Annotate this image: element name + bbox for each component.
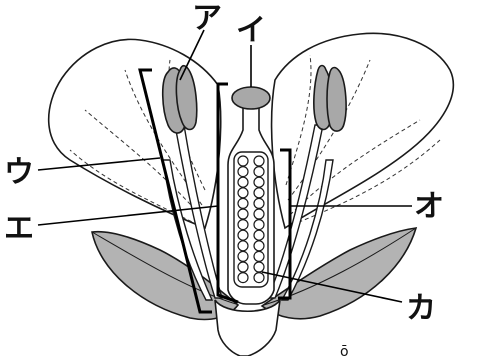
ovule	[238, 188, 248, 198]
ovule	[254, 198, 264, 208]
ovule	[254, 167, 264, 177]
ovule	[254, 209, 264, 219]
ovule	[254, 156, 264, 166]
ovule	[238, 262, 248, 272]
ovule	[254, 177, 264, 187]
ovule	[238, 167, 248, 177]
label-e: エ	[4, 211, 34, 246]
ovule	[238, 209, 248, 219]
label-ka: カ	[406, 291, 436, 326]
ovule	[238, 273, 248, 283]
ovule	[238, 251, 248, 261]
ovule	[254, 273, 264, 283]
ovule	[254, 241, 264, 251]
label-o: オ	[414, 189, 444, 224]
pistil	[228, 87, 274, 304]
ovule	[254, 251, 264, 261]
stigma	[232, 87, 270, 109]
ovule	[238, 230, 248, 240]
ovule	[254, 220, 264, 230]
ovule	[238, 156, 248, 166]
ovule	[254, 230, 264, 240]
right-anther	[314, 66, 346, 132]
corner-mark: ō	[340, 344, 349, 356]
receptacle	[215, 300, 280, 356]
ovule	[238, 241, 248, 251]
label-u: ウ	[4, 155, 34, 190]
ovule	[238, 177, 248, 187]
ovule	[254, 262, 264, 272]
ovule	[254, 188, 264, 198]
left-anther	[163, 66, 197, 133]
ovule	[238, 198, 248, 208]
label-a: ア	[192, 1, 222, 36]
label-i: イ	[236, 13, 266, 48]
ovule	[238, 220, 248, 230]
